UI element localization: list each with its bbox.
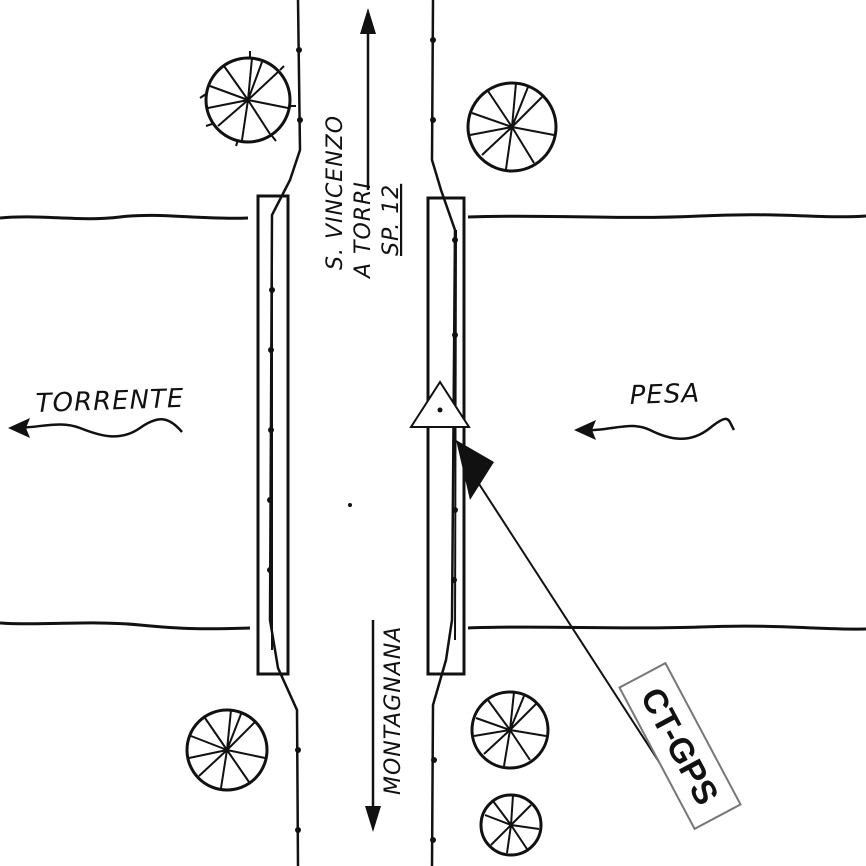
river-label-left: TORRENTE	[35, 384, 185, 419]
arrow-icon	[574, 417, 736, 440]
tree-icon	[479, 793, 543, 857]
river-bank-north-left	[0, 213, 249, 221]
road-label-south: MONTAGNANA	[381, 626, 406, 795]
river-label-right: PESA	[629, 379, 700, 411]
tree-icon	[470, 690, 550, 770]
river-bank-south-right	[467, 624, 866, 631]
station-label-box: CT-GPS	[618, 661, 742, 831]
arrow-icon	[8, 418, 183, 438]
road-label-north-line2: A TORRI	[351, 181, 376, 280]
bridge-parapet-east	[426, 196, 466, 676]
tree-icon	[199, 51, 296, 147]
road-label-north-line1: S. VINCENZO	[323, 115, 348, 270]
road-edge-west	[268, 0, 302, 866]
road-edge-east	[430, 0, 457, 866]
road-edge-dots	[267, 37, 458, 843]
arrow-icon	[365, 620, 381, 832]
tree-icon	[466, 81, 558, 173]
bridge-inner-line-east	[454, 229, 457, 641]
road-label-north-line3: SP. 12	[379, 184, 404, 256]
arrow-icon	[360, 8, 376, 190]
tree-icon	[185, 708, 269, 792]
bridge-parapet-west	[256, 194, 290, 676]
river-bank-north-right	[467, 213, 866, 219]
triangle-marker-icon	[409, 380, 471, 428]
river-bank-south-left	[0, 621, 251, 631]
